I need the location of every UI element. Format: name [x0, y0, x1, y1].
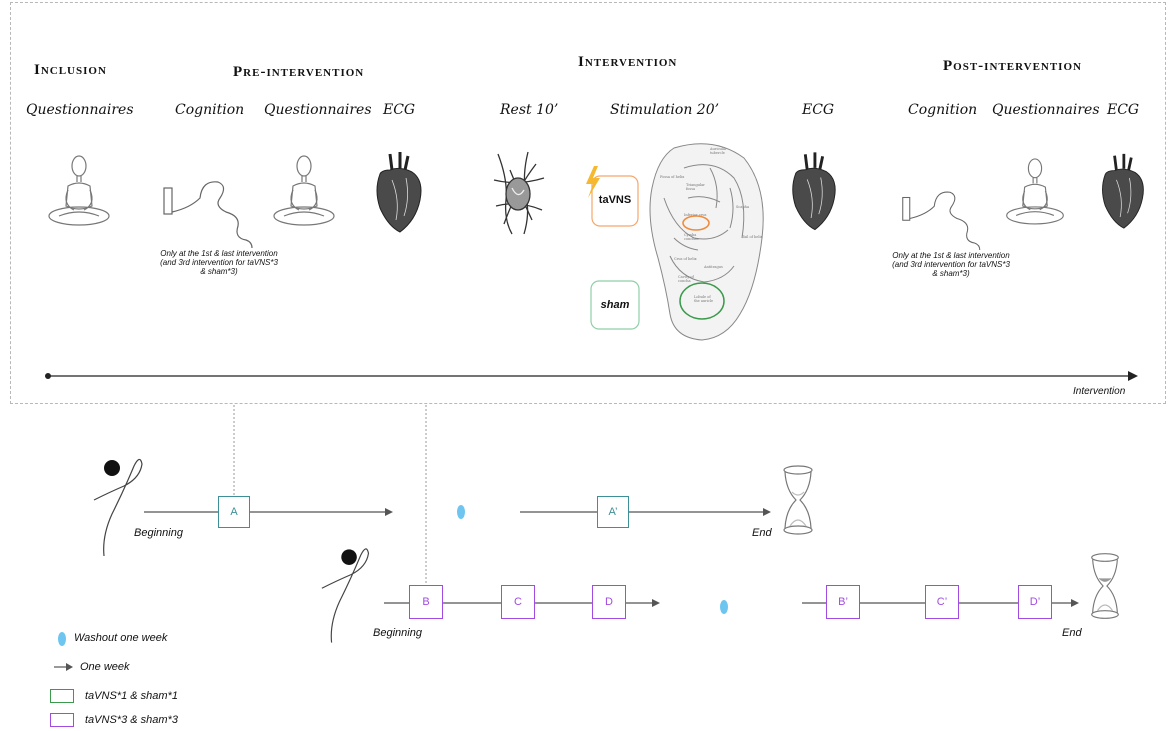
svg-text:Crus of helix: Crus of helix: [674, 257, 697, 261]
svg-text:Fossa of helix: Fossa of helix: [660, 175, 684, 179]
legend-group1: taVNS*1 & sham*1: [85, 690, 178, 702]
protocol-box-d-prime: D’: [1018, 585, 1052, 619]
hand-drawn-brain-icon: [902, 191, 981, 251]
meditating-person-icon: [48, 155, 110, 226]
timeline-label: Intervention: [1073, 386, 1126, 397]
svg-text:Tail of helix: Tail of helix: [742, 235, 763, 239]
arrow-legend-marker: [54, 663, 73, 671]
step-cognition-post: Cognition: [908, 102, 978, 118]
svg-text:Scapha: Scapha: [736, 205, 749, 209]
svg-text:the auricle: the auricle: [694, 299, 713, 303]
legend-teal-box: [50, 689, 74, 703]
sham-box: [590, 280, 640, 330]
phase-post-intervention: Post-intervention: [943, 58, 1082, 74]
legend-purple-box: [50, 713, 74, 727]
svg-text:Cavity of: Cavity of: [678, 275, 694, 279]
hourglass-icon: [1091, 553, 1119, 619]
svg-text:Lobule of: Lobule of: [694, 295, 711, 299]
vagus-nerve-icon: [493, 151, 545, 235]
tavns-box: [586, 166, 639, 227]
legend-washout: Washout one week: [74, 632, 168, 644]
protocol3-end: End: [1062, 627, 1082, 639]
lightning-icon: [586, 166, 600, 198]
intervention-panel: [10, 2, 1166, 404]
svg-text:conchae: conchae: [684, 237, 699, 241]
stick-figure-icon: [93, 458, 143, 557]
svg-text:concha: concha: [678, 279, 691, 283]
svg-text:Cymba: Cymba: [684, 233, 696, 237]
legend-one-week: One week: [80, 661, 130, 673]
phase-inclusion: Inclusion: [34, 62, 107, 78]
protocol3-beginning: Beginning: [373, 627, 422, 639]
sham-label: sham: [600, 299, 630, 311]
protocol1-beginning: Beginning: [134, 527, 183, 539]
svg-text:Inferior crus: Inferior crus: [684, 213, 707, 217]
washout-marker: [457, 505, 465, 519]
cognition-note-pre: Only at the 1st & last intervention (and…: [160, 249, 278, 276]
step-ecg-pre: ECG: [383, 102, 416, 118]
protocol-box-d: D: [592, 585, 626, 619]
hourglass-icon: [783, 465, 813, 535]
step-ecg-post: ECG: [1107, 102, 1140, 118]
anatomical-heart-icon: [1102, 153, 1144, 229]
protocol-box-a: A: [218, 496, 250, 528]
step-questionnaires-post: Questionnaires: [992, 102, 1100, 118]
stick-figure-icon: [321, 548, 370, 643]
washout-legend-marker: [58, 632, 66, 646]
meditating-person-icon: [1006, 158, 1064, 225]
cognition-note-post: Only at the 1st & last intervention (and…: [892, 251, 1010, 278]
phase-intervention: Intervention: [578, 54, 678, 70]
washout-marker: [720, 600, 728, 614]
protocol-box-c-prime: C’: [925, 585, 959, 619]
protocol-box-b: B: [409, 585, 443, 619]
meditating-person-icon: [273, 155, 335, 226]
protocol1-end: End: [752, 527, 772, 539]
step-questionnaires-pre: Questionnaires: [264, 102, 372, 118]
protocol-box-b-prime: B’: [826, 585, 860, 619]
hand-drawn-brain-icon: [163, 181, 253, 249]
svg-text:Antitragus: Antitragus: [703, 265, 723, 269]
step-ecg-intervention: ECG: [802, 102, 835, 118]
anatomical-heart-icon: [376, 152, 422, 233]
step-stimulation: Stimulation 20’: [610, 102, 720, 118]
legend-group3: taVNS*3 & sham*3: [85, 714, 178, 726]
phase-pre-intervention: Pre-intervention: [233, 64, 365, 80]
protocol-box-a-prime: A’: [597, 496, 629, 528]
step-rest: Rest 10’: [500, 102, 559, 118]
svg-text:tubercle: tubercle: [710, 151, 725, 155]
step-cognition-pre: Cognition: [175, 102, 245, 118]
tavns-label: taVNS: [598, 194, 632, 206]
svg-text:fossa: fossa: [686, 187, 695, 191]
step-questionnaires-inclusion: Questionnaires: [26, 102, 134, 118]
protocol-box-c: C: [501, 585, 535, 619]
svg-text:Triangular: Triangular: [686, 183, 705, 187]
anatomical-heart-icon: [792, 152, 836, 231]
svg-text:Auricular: Auricular: [709, 147, 727, 151]
